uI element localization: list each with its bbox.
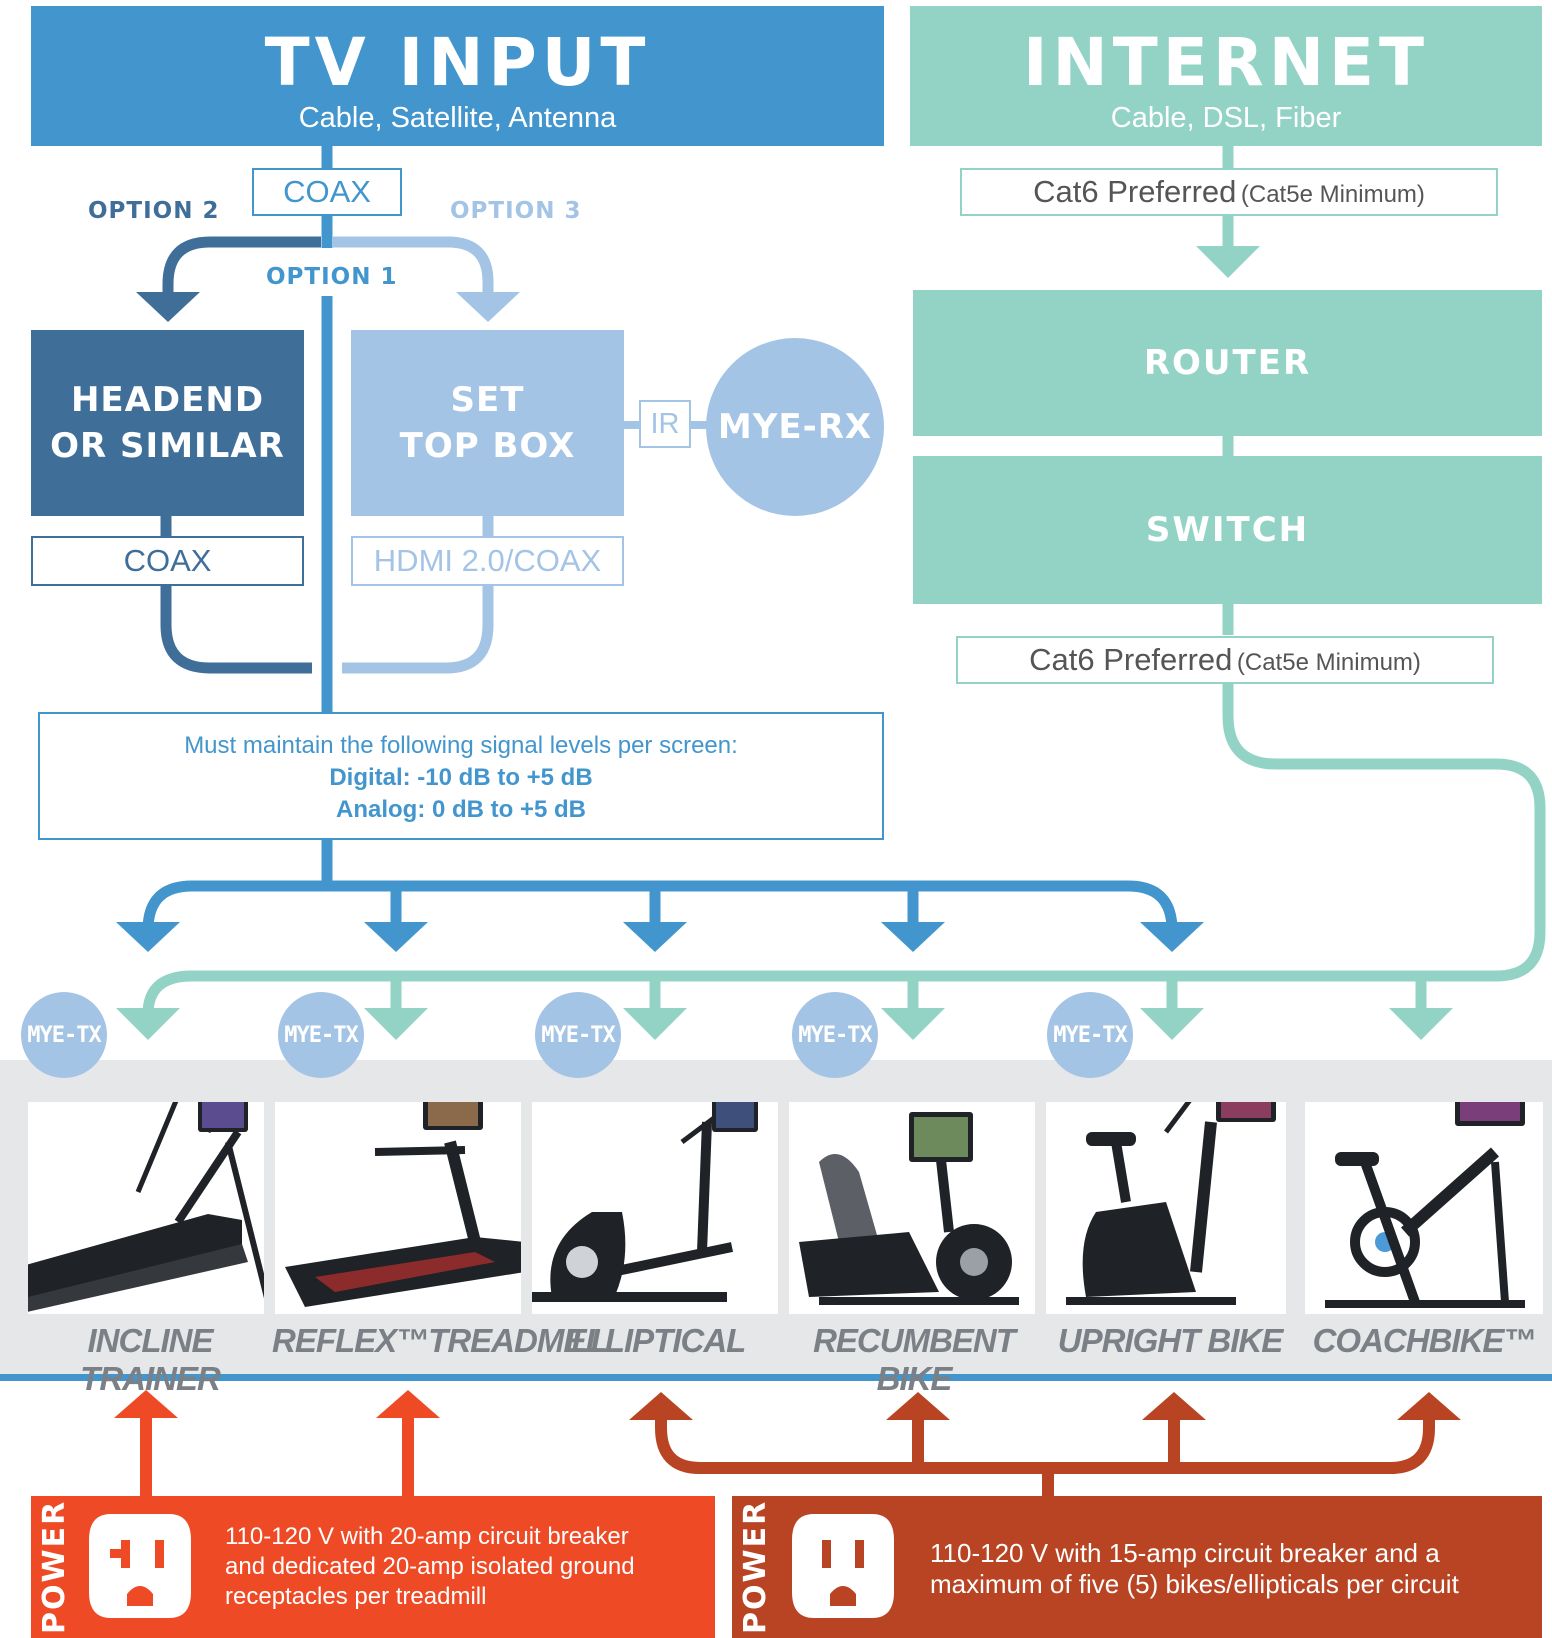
mye-tx-circle-1: MYE-TX (21, 992, 107, 1078)
elliptical-image (527, 1092, 758, 1302)
equipment-card-coachbike (1305, 1072, 1543, 1314)
headend-line2: OR SIMILAR (50, 426, 285, 466)
signal-levels-box: Must maintain the following signal level… (38, 712, 884, 840)
mye-tx-circle-3: MYE-TX (535, 992, 621, 1078)
signal-digital: Digital: -10 dB to +5 dB (329, 764, 593, 791)
option2-branch (162, 236, 321, 296)
equipment-card-incline (8, 1071, 271, 1314)
equipment-band-bottom-rule (0, 1374, 1552, 1381)
cat6-top-minor: (Cat5e Minimum) (1240, 181, 1425, 208)
power-right-panel: POWER 110-120 V with 15-amp circuit brea… (732, 1496, 1542, 1638)
headend-line1: HEADEND (70, 380, 265, 420)
mye-tx-circle-4: MYE-TX (792, 992, 878, 1078)
power-right-line2: maximum of five (5) bikes/ellipticals pe… (930, 1569, 1459, 1599)
cat6-bottom-main: Cat6 Preferred (1029, 642, 1233, 677)
set-top-box: SET TOP BOX (351, 330, 624, 516)
tv-input-header: TV INPUT Cable, Satellite, Antenna (31, 6, 884, 146)
power-left-tag: POWER (37, 1499, 72, 1634)
power-right-line1: 110-120 V with 15-amp circuit breaker an… (930, 1538, 1440, 1568)
option2-arrowhead (136, 292, 200, 322)
equipment-label-upright: UPRIGHT BIKE (1057, 1322, 1284, 1359)
settop-line2: TOP BOX (399, 426, 576, 466)
option2-label: OPTION 2 (88, 198, 220, 224)
coachbike-image (1325, 1072, 1525, 1308)
headend-return-line (160, 515, 312, 674)
equipment-card-recumbent (789, 1102, 1035, 1314)
equipment-label-treadmill: REFLEX™TREADMILL (272, 1322, 611, 1359)
ir-label: IR (639, 400, 691, 448)
equipment-card-elliptical (527, 1092, 778, 1314)
cat6-top-main: Cat6 Preferred (1033, 174, 1237, 209)
tv-input-subtitle: Cable, Satellite, Antenna (298, 102, 617, 134)
option3-arrowhead (456, 292, 520, 322)
power-left-line1: 110-120 V with 20-amp circuit breaker (225, 1523, 629, 1550)
option3-branch (333, 236, 494, 296)
power-left-line3: receptacles per treadmill (225, 1583, 487, 1610)
equipment-label-coachbike: COACHBIKE™ (1312, 1322, 1537, 1359)
power-left-panel: POWER 110-120 V with 20-amp circuit brea… (31, 1496, 715, 1638)
cat6-bottom-minor: (Cat5e Minimum) (1236, 649, 1421, 676)
settop-line1: SET (450, 380, 525, 420)
internet-title: INTERNET (1022, 24, 1430, 101)
power-left-line2: and dedicated 20-amp isolated ground (225, 1553, 635, 1580)
power-right-tag: POWER (738, 1499, 773, 1634)
equipment-label-elliptical: ELLIPTICAL (564, 1322, 747, 1359)
coax-top-label: COAX (252, 168, 402, 216)
15-amp-outlet-icon (792, 1514, 894, 1618)
mye-tx-circle-5: MYE-TX (1047, 992, 1133, 1078)
tv-input-title: TV INPUT (264, 24, 651, 101)
equipment-label-incline: INCLINE TRAINER (80, 1322, 221, 1397)
cat6-top-label: Cat6 Preferred (Cat5e Minimum) (960, 168, 1498, 216)
equipment-label-recumbent: RECUMBENT BIKE (813, 1322, 1016, 1397)
treadmill-image (285, 1094, 525, 1307)
option3-label: OPTION 3 (450, 198, 582, 224)
power-right-bus (655, 1416, 1435, 1474)
power-left-text: 110-120 V with 20-amp circuit breaker an… (225, 1522, 635, 1612)
upright-bike-image (1066, 1082, 1276, 1305)
router-box: ROUTER (913, 290, 1542, 436)
recumbent-bike-image (799, 1112, 1019, 1305)
option1-label: OPTION 1 (264, 264, 400, 290)
mye-tx-circle-2: MYE-TX (278, 992, 364, 1078)
equipment-card-upright (1046, 1082, 1286, 1314)
cat6-bottom-label: Cat6 Preferred (Cat5e Minimum) (956, 636, 1494, 684)
equipment-card-treadmill (275, 1094, 525, 1314)
incline-trainer-image (8, 1071, 271, 1314)
settop-return-line (342, 515, 494, 674)
hdmi-coax-label: HDMI 2.0/COAX (351, 536, 624, 586)
mye-rx-circle: MYE-RX (706, 338, 884, 516)
power-right-text: 110-120 V with 15-amp circuit breaker an… (930, 1538, 1459, 1600)
20-amp-outlet-icon (89, 1514, 191, 1618)
internet-distribution (142, 684, 1546, 1020)
signal-intro: Must maintain the following signal level… (184, 732, 738, 759)
headend-box: HEADEND OR SIMILAR (31, 330, 304, 516)
switch-box: SWITCH (913, 456, 1542, 604)
internet-subtitle: Cable, DSL, Fiber (1110, 102, 1342, 134)
signal-analog: Analog: 0 dB to +5 dB (335, 796, 586, 823)
coax-left-label: COAX (31, 536, 304, 586)
internet-header: INTERNET Cable, DSL, Fiber (910, 6, 1542, 146)
